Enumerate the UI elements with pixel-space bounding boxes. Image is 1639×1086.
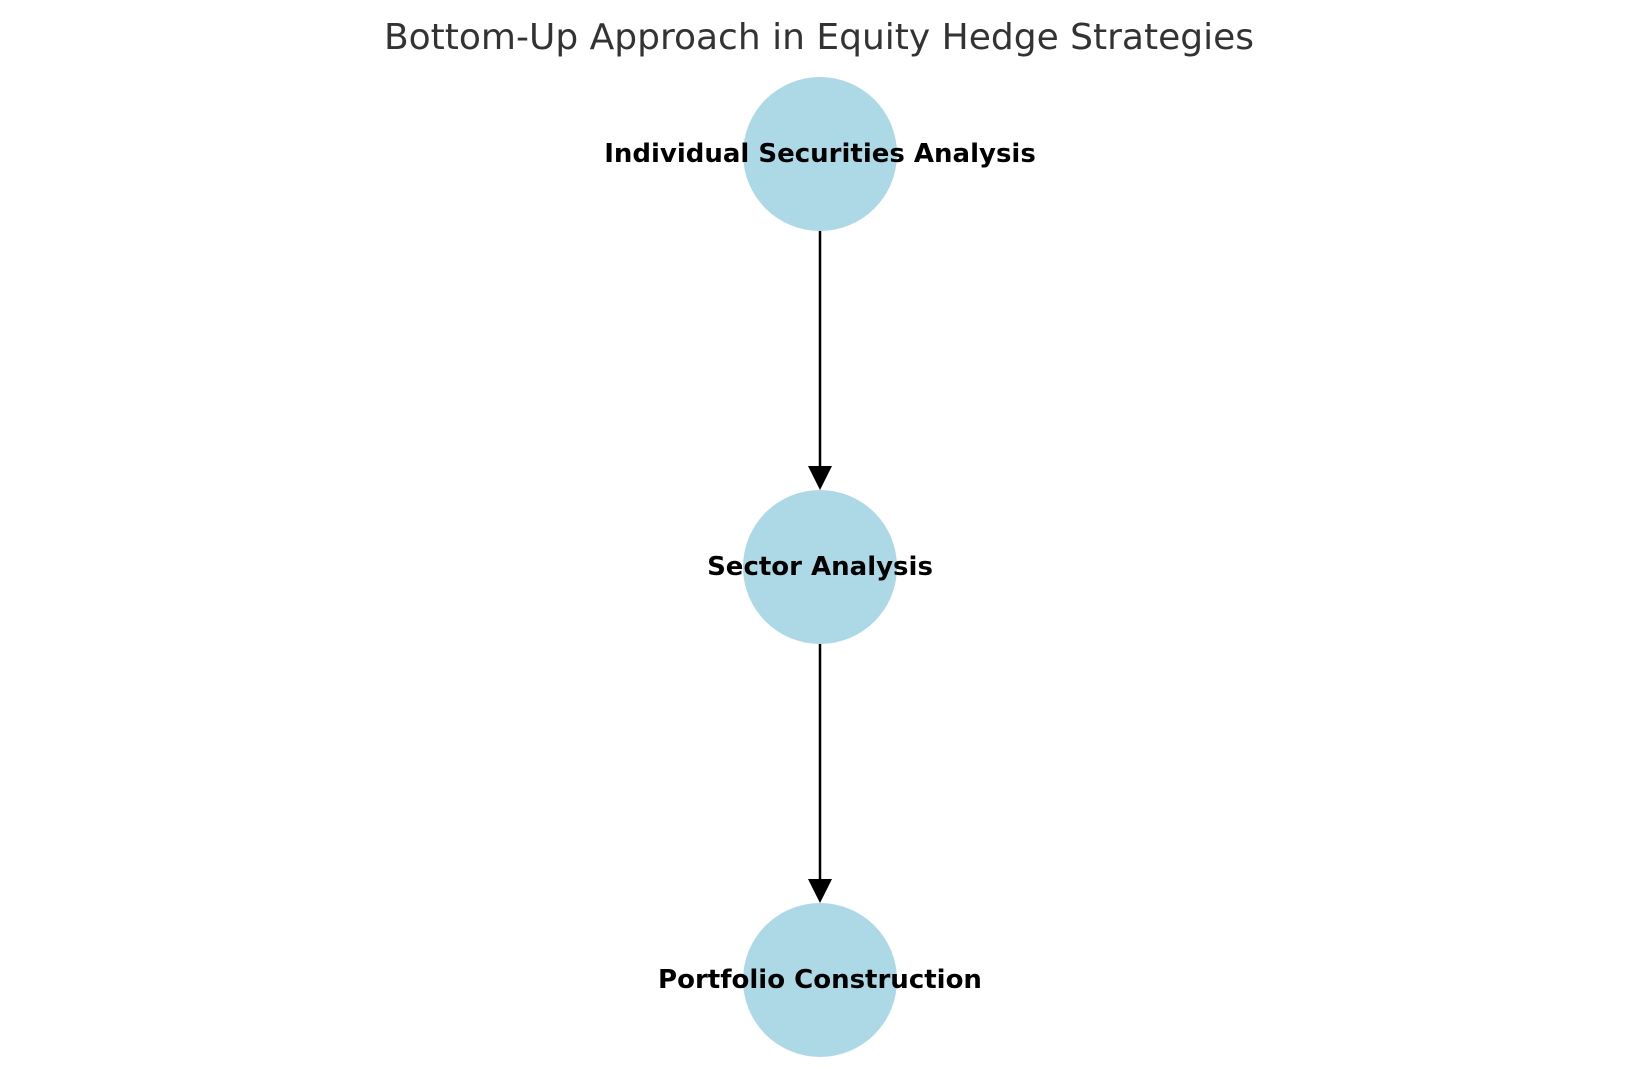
nodes: Individual Securities Analysis Sector An… [604, 77, 1036, 1057]
diagram-title: Bottom-Up Approach in Equity Hedge Strat… [384, 17, 1254, 58]
edges [808, 231, 832, 903]
edge-individual-to-sector [808, 231, 832, 490]
node-portfolio-construction[interactable]: Portfolio Construction [658, 903, 982, 1057]
node-sector-analysis[interactable]: Sector Analysis [707, 490, 933, 644]
node-circle [743, 77, 897, 231]
node-circle [743, 490, 897, 644]
node-individual-securities-analysis[interactable]: Individual Securities Analysis [604, 77, 1036, 231]
arrowhead-icon [808, 879, 832, 903]
arrowhead-icon [808, 466, 832, 490]
node-circle [743, 903, 897, 1057]
node-label: Individual Securities Analysis [604, 139, 1036, 169]
node-label: Sector Analysis [707, 552, 933, 582]
node-label: Portfolio Construction [658, 965, 982, 995]
edge-sector-to-portfolio [808, 644, 832, 903]
